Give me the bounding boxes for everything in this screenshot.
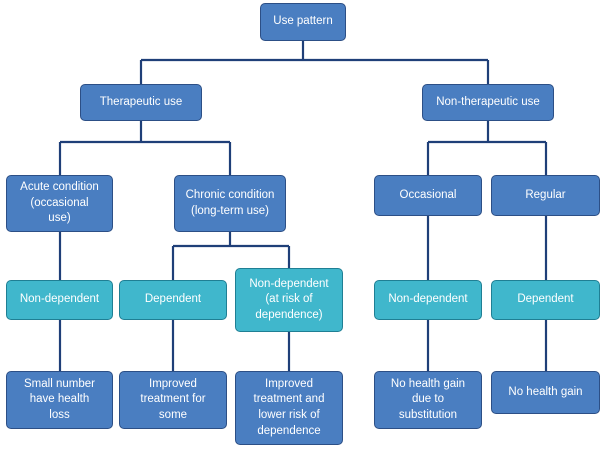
node-chronic-condition: Chronic condition (long-term use) (174, 175, 286, 232)
node-outcome-improved-treatment-lower-risk: Improved treatment and lower risk of dep… (235, 371, 343, 445)
node-occasional: Occasional (374, 175, 482, 216)
node-regular: Regular (491, 175, 600, 216)
node-therapeutic-use: Therapeutic use (80, 84, 202, 121)
node-acute-non-dependent: Non-dependent (6, 280, 113, 320)
node-occasional-non-dependent: Non-dependent (374, 280, 482, 320)
node-outcome-no-health-gain: No health gain (491, 371, 600, 414)
node-chronic-dependent: Dependent (119, 280, 227, 320)
node-regular-dependent: Dependent (491, 280, 600, 320)
node-outcome-improved-treatment-some: Improved treatment for some (119, 371, 227, 429)
node-chronic-non-dependent-at-risk: Non-dependent (at risk of dependence) (235, 268, 343, 332)
node-non-therapeutic-use: Non-therapeutic use (422, 84, 554, 121)
node-use-pattern: Use pattern (260, 3, 346, 41)
node-acute-condition: Acute condition (occasional use) (6, 175, 113, 232)
node-outcome-small-number-health-loss: Small number have health loss (6, 371, 113, 429)
node-outcome-no-health-gain-substitution: No health gain due to substitution (374, 371, 482, 429)
